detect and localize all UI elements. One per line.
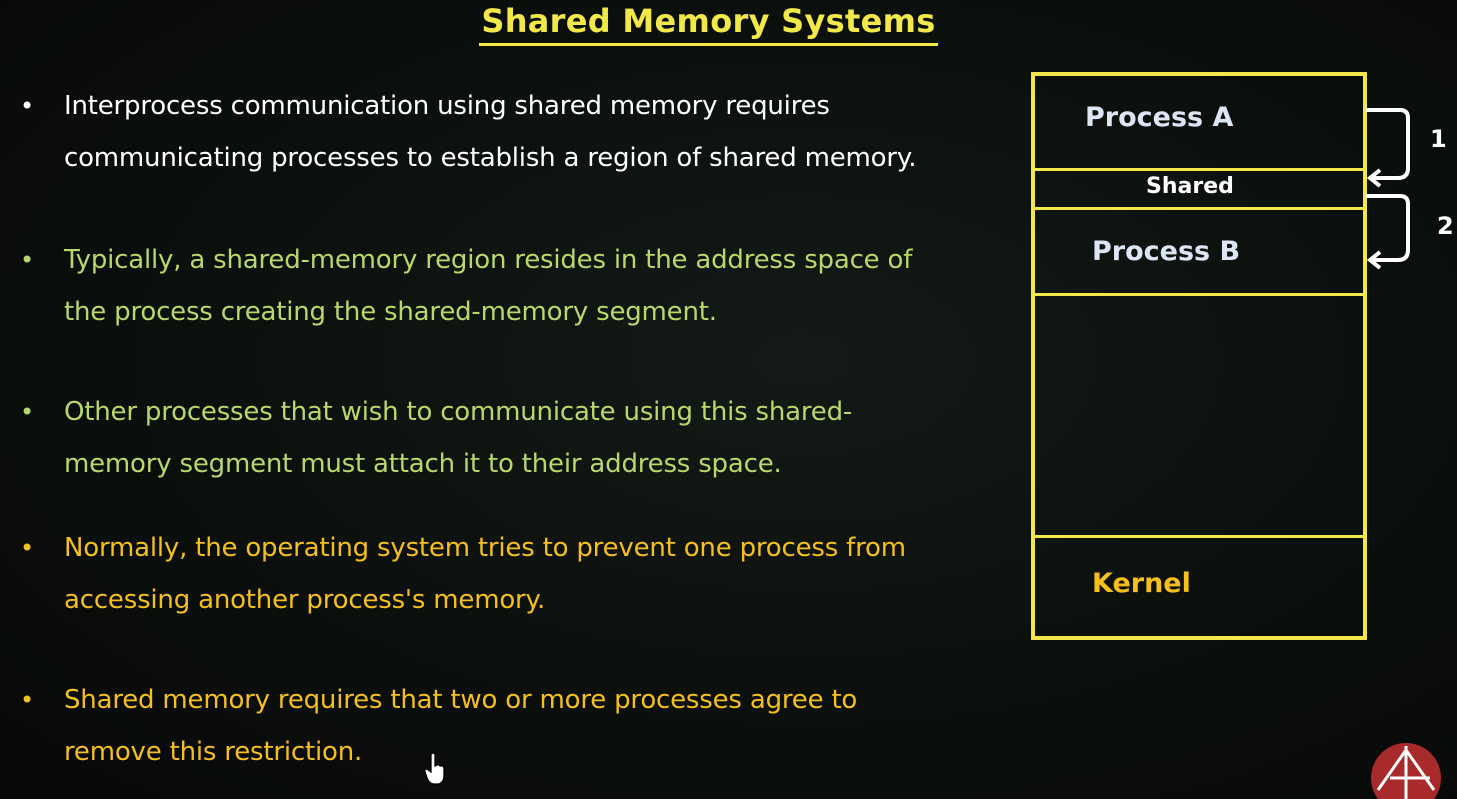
bullet-dot-icon: • [20,398,35,426]
shared-label: Shared [1146,174,1234,199]
bullet-list: • Interprocess communication using share… [20,80,1010,778]
step-number-1: 1 [1430,125,1447,153]
curved-arrows [1366,108,1410,270]
bullet-text: Normally, the operating system tries to … [64,533,906,615]
bullet-item-3: • Other processes that wish to communica… [20,386,1010,490]
bullet-item-5: • Shared memory requires that two or mor… [20,674,1010,778]
academy-logo-icon [1371,743,1441,799]
divider-line [1035,168,1363,171]
divider-line [1035,207,1363,210]
bullet-text: Other processes that wish to communicate… [64,397,853,479]
memory-diagram: Process A Shared Process B Kernel [1031,72,1367,640]
bullet-item-4: • Normally, the operating system tries t… [20,522,1010,626]
bullet-dot-icon: • [20,92,35,120]
slide-title: Shared Memory Systems [0,2,1417,46]
divider-line [1035,293,1363,296]
bullet-dot-icon: • [20,534,35,562]
slide-title-text: Shared Memory Systems [479,2,938,46]
divider-line [1035,535,1363,538]
process-a-label: Process A [1085,102,1234,133]
bullet-dot-icon: • [20,246,35,274]
bullet-text: Interprocess communication using shared … [64,91,917,173]
bullet-item-2: • Typically, a shared-memory region resi… [20,234,1010,338]
step-number-2: 2 [1437,212,1454,240]
bullet-text: Shared memory requires that two or more … [64,685,858,767]
arrowhead-icon [1366,168,1382,188]
bullet-item-1: • Interprocess communication using share… [20,80,1010,184]
curved-arrow-icon [1366,108,1410,180]
bullet-dot-icon: • [20,686,35,714]
curved-arrow-icon [1366,194,1410,262]
kernel-label: Kernel [1092,568,1191,599]
hand-pointer-icon [424,752,445,785]
process-b-label: Process B [1092,236,1241,267]
bullet-text: Typically, a shared-memory region reside… [64,245,913,327]
arrowhead-icon [1366,250,1382,270]
